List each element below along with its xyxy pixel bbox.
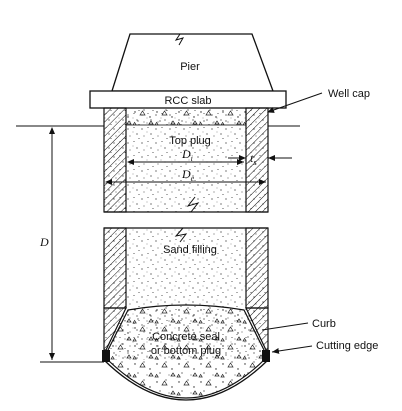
curb-label: Curb [312,318,336,330]
sand-filling-label: Sand filling [163,244,217,256]
cutting-edge-callout: Cutting edge [271,340,378,354]
inner-diameter-dimension: Di [127,147,244,165]
rcc-slab-label: RCC slab [164,95,211,107]
inner-diameter-label: Di [181,147,193,163]
steining-thickness-label: ts [250,151,256,167]
outer-diameter-dimension: De [105,167,266,185]
depth-label: D [39,235,49,249]
pier: Pier [111,33,274,92]
cutting-edge-label: Cutting edge [316,340,378,352]
steining-thickness-dimension: ts [228,151,292,167]
top-plug-label: Top plug [169,135,211,147]
top-plug [125,107,247,126]
well-cap-callout: Well cap [267,88,370,113]
pier-label: Pier [180,61,200,73]
curb-callout: Curb [261,318,336,331]
bottom-plug: Concrete seal or bottom plug [103,304,269,401]
depth-dimension: D [39,127,104,363]
rcc-slab: RCC slab [89,90,287,109]
bottom-plug-label-line2: or bottom plug [151,345,221,357]
cutting-edge-left [102,350,110,362]
bottom-plug-label-line1: Concrete seal [152,331,220,343]
cutting-edge-right [262,350,270,362]
outer-diameter-label: De [181,167,195,183]
well-cap-label: Well cap [328,88,370,100]
